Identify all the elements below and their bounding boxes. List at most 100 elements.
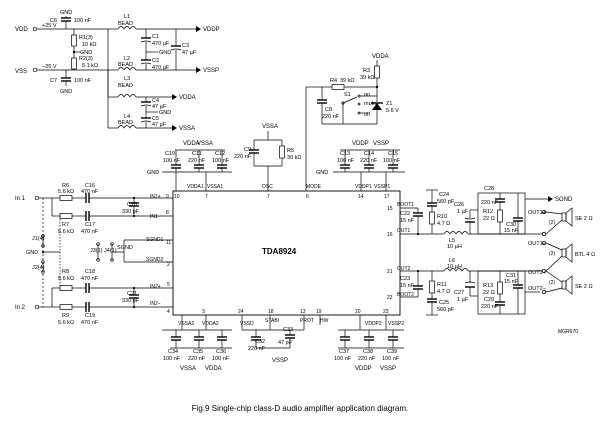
vss-voltage: −25 V xyxy=(42,64,57,70)
c17-label: C17 xyxy=(85,222,95,228)
bottom-vddp-label: VDDP xyxy=(355,366,372,372)
c30-value: 15 nF xyxy=(504,228,519,234)
bottom-vssp-label: VSSP xyxy=(272,358,288,364)
pin-label-in1p: IN1+ xyxy=(150,194,161,200)
z1-label: Z1 xyxy=(386,101,392,107)
c12-label: C12 xyxy=(215,151,225,157)
l6-value: 10 µH xyxy=(447,264,462,270)
input-gnd-label: GND xyxy=(26,250,38,256)
pin-4: 4 xyxy=(167,309,170,315)
pin-label-vssp1: VSSP1 xyxy=(374,184,390,190)
pin-14: 14 xyxy=(358,194,364,200)
pin-8: 8 xyxy=(166,210,169,216)
c37-value: 100 nF xyxy=(334,356,352,362)
pin-label-in2m: IN2− xyxy=(150,301,161,307)
bottom-vssa-label: VSSA xyxy=(180,366,196,372)
pin-9: 9 xyxy=(166,194,169,200)
c10-value: 100 nF xyxy=(163,158,181,164)
top-vssp-label: VSSP xyxy=(373,141,389,147)
c5-value: 47 µF xyxy=(152,122,167,128)
c5-label: C5 xyxy=(152,116,159,122)
pin-20: 20 xyxy=(355,309,361,315)
gnd-c6-label: GND xyxy=(60,10,72,16)
osc-vssa-label: VSSA xyxy=(262,124,278,130)
r11-label: R11 xyxy=(437,282,447,288)
c21-value: 330 pF xyxy=(122,298,140,304)
bottom-vdda-label: VDDA xyxy=(205,366,222,372)
c29-label: C29 xyxy=(484,297,494,303)
c13-value: 100 nF xyxy=(337,158,355,164)
pin-7: 7 xyxy=(267,194,270,200)
c24-label: C24 xyxy=(439,192,449,198)
pin-label-mode: MODE xyxy=(306,184,322,190)
c3-value: 47 µF xyxy=(182,50,197,56)
bottom-decoupling: C34 100 nF C35 220 nF C36 100 nF VSSA VD… xyxy=(162,315,404,372)
c31-value: 15 nF xyxy=(504,279,519,285)
speaker-btl-label: BTL 4 Ω xyxy=(575,252,595,258)
c28-value: 220 nF xyxy=(481,200,499,206)
r6-value: 5.6 kΩ xyxy=(58,189,74,195)
gnd-c12-label: GND xyxy=(159,50,171,56)
c4-value: 47 µF xyxy=(152,104,167,110)
c20-value: 330 pF xyxy=(122,209,140,215)
l1-bead: BEAD xyxy=(118,21,133,27)
input-section: In 1 In 2 R6 5.6 kΩ C16 470 nF R7 5.6 kΩ… xyxy=(15,183,173,326)
c10-label: C10 xyxy=(165,151,175,157)
ic-body xyxy=(172,190,401,316)
c21-label: C21 xyxy=(127,291,137,297)
bottom-vssp2-label: VSSP xyxy=(380,366,396,372)
l2-bead: BEAD xyxy=(118,62,133,68)
c27-value: 1 µF xyxy=(457,297,469,303)
pin-21: 21 xyxy=(387,269,393,275)
supply-section: VDD +25 V VSS −25 V GND C6 100 nF C7 100… xyxy=(15,10,220,132)
c7-value: 100 nF xyxy=(74,78,92,84)
c8-value: 220 nF xyxy=(322,114,340,120)
r12-value: 22 Ω xyxy=(483,216,495,222)
c12-value: 100 nF xyxy=(212,158,230,164)
pin-label-out2: OUT2 xyxy=(397,266,411,272)
pin-label-boot1: BOOT1 xyxy=(397,202,414,208)
r7-label: R7 xyxy=(62,222,69,228)
out1p-label: OUT1+ xyxy=(528,210,546,216)
c34-label: C34 xyxy=(168,349,178,355)
l5-value: 10 µH xyxy=(447,244,462,250)
c8-label: C8 xyxy=(325,107,332,113)
schematic-diagram: TDA8924 10 7 7 6 14 17 VDDA1 VSSA1 OSC M… xyxy=(15,10,595,372)
r10-value: 4.7 Ω xyxy=(437,221,450,227)
r1-label: R1(3) xyxy=(79,35,93,41)
output-sgnd-label: SGND xyxy=(555,197,573,203)
r8-value: 5.6 kΩ xyxy=(58,276,74,282)
c32-value: 220 nF xyxy=(248,346,266,352)
c2-label: C2 xyxy=(152,58,159,64)
r4-label: R4 xyxy=(330,78,337,84)
j1-label: J1(4) xyxy=(32,236,45,242)
pin-label-in1m: IN1− xyxy=(150,214,161,220)
l4-label: L4 xyxy=(124,114,130,120)
speaker-se1-note: (2) xyxy=(549,220,555,226)
r13-label: R13 xyxy=(483,283,493,289)
speaker-btl-note: (2) xyxy=(549,251,555,257)
top-decoupling: VDDA VSSA GND C10 100 nF C11 220 nF C12 … xyxy=(147,141,405,191)
c36-value: 100 nF xyxy=(212,356,230,362)
in2-label: In 2 xyxy=(15,305,26,311)
vssp-rail-label: VSSP xyxy=(203,68,219,74)
c22-label: C22 xyxy=(400,211,410,217)
r2-value: 5.1 kΩ xyxy=(82,63,98,69)
pin-17: 17 xyxy=(384,194,390,200)
vss-label: VSS xyxy=(15,69,27,75)
r9-label: R9 xyxy=(62,313,69,319)
j2-label: J2(4) xyxy=(32,265,45,271)
c18-label: C18 xyxy=(85,269,95,275)
pin-label-sgnd2: SGND2 xyxy=(146,257,163,263)
l4-bead: BEAD xyxy=(118,120,133,126)
s1-off: off xyxy=(364,112,370,118)
r3-value: 39 kΩ xyxy=(360,75,375,81)
pin-label-vssd: VSSD xyxy=(240,321,254,327)
pin-13: 13 xyxy=(300,309,306,315)
pin-label-prot: PROT xyxy=(300,318,314,324)
c34-value: 100 nF xyxy=(163,356,181,362)
pin-16: 16 xyxy=(387,232,393,238)
j4-label: J4(1) xyxy=(104,248,117,254)
c15-value: 100 nF xyxy=(383,158,401,164)
pin-2: 2 xyxy=(167,262,170,268)
